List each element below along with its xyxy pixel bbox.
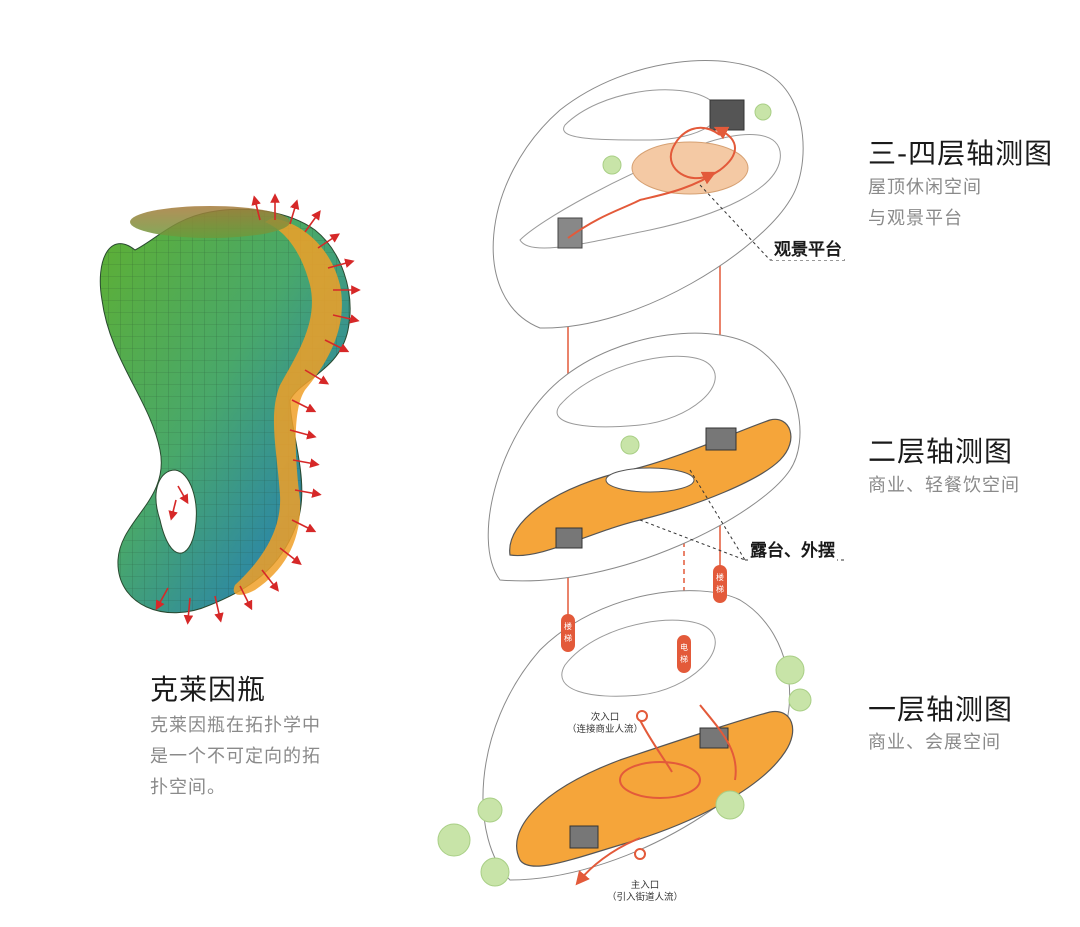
roof-circulation-path [567,126,736,239]
tree [754,103,772,121]
level-2-description: 商业、轻餐饮空间 [868,470,1020,501]
klein-bottle-normal-arrows [155,193,361,625]
stair-tag-left: 楼梯 [561,614,575,652]
klein-bottle-desc-line: 克莱因瓶在拓扑学中 [150,715,321,736]
klein-bottle-desc-line: 是一个不可定向的拓 [150,746,321,767]
shell-opening-bottom [561,619,716,697]
tree [775,655,805,685]
main-entrance-note: （引入街道人流） [606,892,683,903]
level-1-central-loop [619,761,701,799]
tree [602,155,622,175]
tree [620,435,640,455]
secondary-entrance-marker [636,710,648,722]
level-2-core-left [555,527,583,549]
shell-level-2 [487,332,801,582]
level-2-title: 二层轴测图 [868,435,1014,468]
klein-bottle-title: 克莱因瓶 [150,673,267,706]
level-1-circulation-path [580,704,737,880]
secondary-entrance-note: （连接商业人流） [566,724,643,735]
tree [480,857,510,887]
roof-core-small [557,217,583,249]
level-3-4-desc-line: 屋顶休闲空间 [868,177,982,198]
klein-bottle-illustration [99,193,361,625]
klein-bottle-rim [130,206,290,238]
stair-tag-right: 楼梯 [713,565,727,603]
roof-circulation-loop [669,126,721,185]
level-2-core-right [705,427,737,451]
tree [715,790,745,820]
tree [788,688,812,712]
main-entrance-title: 主入口 [630,880,660,891]
tree [477,797,503,823]
klein-bottle-orange-band [233,218,342,595]
level-1-desc-line: 商业、会展空间 [868,732,1001,753]
main-entrance-label: 主入口 （引入街道人流） [600,880,690,904]
secondary-entrance-label: 次入口 （连接商业人流） [560,712,650,736]
level-3-4-title: 三-四层轴测图 [868,137,1054,170]
level-2-atrium-void [605,467,695,493]
terrace-label: 露台、外摆 [748,536,837,561]
klein-bottle-description: 克莱因瓶在拓扑学中 是一个不可定向的拓 扑空间。 [150,710,321,803]
level-1-core-right [699,727,729,749]
shell-level-3-4 [492,60,804,329]
roof-stair-core [709,99,745,131]
tree [437,823,471,857]
viewing-platform-label: 观景平台 [772,235,844,260]
viewing-platform-area [631,141,749,195]
main-entrance-marker [634,848,646,860]
trees [437,103,812,887]
klein-bottle-desc-line: 扑空间。 [150,777,226,798]
shell-opening-mid [556,355,716,428]
level-1-title: 一层轴测图 [868,693,1014,726]
shell-level-1 [482,590,794,880]
level-1-core-left [569,825,599,849]
level-3-4-description: 屋顶休闲空间 与观景平台 [868,172,982,234]
level-1-description: 商业、会展空间 [868,727,1001,758]
level-3-4-desc-line: 与观景平台 [868,208,963,229]
level-2-desc-line: 商业、轻餐饮空间 [868,475,1020,496]
elevator-tag: 电梯 [677,635,691,673]
secondary-entrance-title: 次入口 [590,712,620,723]
